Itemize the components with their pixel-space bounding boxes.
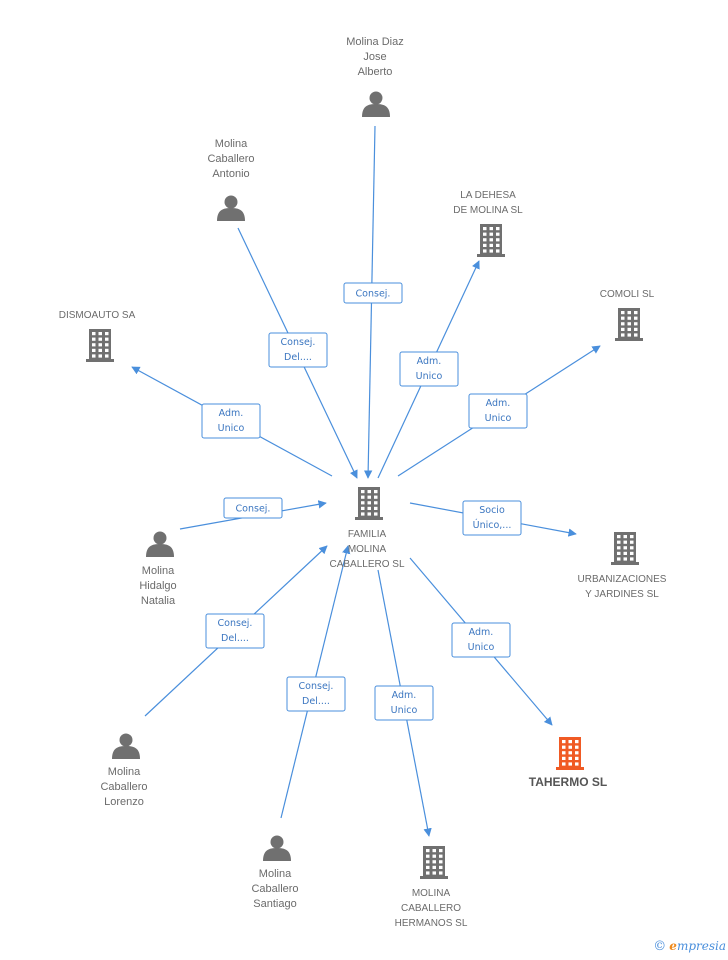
node-label: MOLINA	[412, 888, 451, 899]
node-label: Santiago	[253, 898, 296, 910]
node-label: Caballero	[251, 883, 298, 895]
node-label: Molina	[259, 868, 292, 880]
node-urbanizaciones[interactable]: URBANIZACIONES Y JARDINES SL	[578, 532, 667, 600]
building-icon[interactable]	[86, 329, 114, 362]
brand-logo-initial: e	[669, 939, 677, 953]
node-label: FAMILIA	[348, 529, 387, 540]
edge-label-box[interactable]	[462, 500, 522, 536]
node-label: TAHERMO SL	[529, 775, 607, 789]
node-label: Molina	[215, 138, 248, 150]
person-icon[interactable]	[217, 195, 245, 222]
node-label: Alberto	[358, 66, 393, 78]
edge-molina_antonio-to-familia: Consej. Del....	[237, 227, 358, 479]
node-label: COMOLI SL	[600, 289, 655, 300]
edge-label-text: Adm.	[392, 690, 417, 701]
edge-label-text: Consej.	[299, 681, 334, 692]
edge-label-text: Unico	[468, 642, 495, 653]
edge-label-text: Unico	[485, 413, 512, 424]
person-icon[interactable]	[112, 733, 140, 760]
node-label: CABALLERO	[401, 903, 461, 914]
brand-name: mpresia	[676, 939, 726, 953]
node-label: Antonio	[212, 168, 249, 180]
node-label: Caballero	[100, 781, 147, 793]
edge-label-box[interactable]	[201, 403, 261, 439]
edge-label-box[interactable]	[286, 676, 346, 712]
building-icon[interactable]	[420, 846, 448, 879]
node-molina_hermanos[interactable]: MOLINA CABALLERO HERMANOS SL	[395, 846, 468, 929]
edge-label-box[interactable]	[374, 685, 434, 721]
edge-molina_diaz-to-familia: Consej.	[343, 125, 403, 479]
person-icon[interactable]	[146, 531, 174, 558]
brand-footer: ©empresia	[653, 939, 726, 954]
edge-label-text: Del....	[284, 352, 312, 363]
edge-label-text: Socio	[479, 505, 505, 516]
edge-label-box[interactable]	[268, 332, 328, 368]
node-comoli[interactable]: COMOLI SL	[600, 289, 655, 341]
edge-label-text: Del....	[221, 633, 249, 644]
edge-label-text: Adm.	[417, 356, 442, 367]
edge-familia-to-urbanizaciones: SocioÚnico,...	[409, 500, 577, 537]
copyright-icon: ©	[653, 939, 667, 954]
node-label: Hidalgo	[139, 580, 176, 592]
edge-label-box[interactable]	[223, 497, 283, 519]
node-label: HERMANOS SL	[395, 918, 468, 929]
node-label: DISMOAUTO SA	[59, 310, 136, 321]
edge-familia-to-tahermo: Adm. Unico	[409, 557, 553, 726]
node-label: Molina	[142, 565, 175, 577]
edge-label-text: Unico	[391, 705, 418, 716]
node-dismoauto[interactable]: DISMOAUTO SA	[59, 310, 136, 362]
edge-label-text: Adm.	[486, 398, 511, 409]
edge-familia-to-molina_hermanos: Adm. Unico	[374, 569, 434, 837]
node-label: MOLINA	[348, 544, 387, 555]
node-label: LA DEHESA	[460, 190, 516, 201]
node-label: URBANIZACIONES	[578, 574, 667, 585]
node-label: Molina	[108, 766, 141, 778]
node-label: Caballero	[207, 153, 254, 165]
node-label: Molina Diaz	[346, 36, 403, 48]
edge-label-box[interactable]	[205, 613, 265, 649]
person-icon[interactable]	[362, 91, 390, 118]
edge-label-box[interactable]	[468, 393, 528, 429]
node-label: Y JARDINES SL	[585, 589, 659, 600]
edge-label-text: Adm.	[469, 627, 494, 638]
building-icon[interactable]	[556, 737, 584, 770]
edge-label-box[interactable]	[399, 351, 459, 387]
edge-label-text: Adm.	[219, 408, 244, 419]
edge-label-box[interactable]	[451, 622, 511, 658]
edge-molina_natalia-to-familia: Consej.	[179, 497, 327, 530]
edge-molina_santiago-to-familia: Consej. Del....	[280, 545, 351, 819]
edge-label-box[interactable]	[343, 282, 403, 304]
edge-label-text: Consej.	[236, 504, 271, 515]
edge-familia-to-la_dehesa: Adm. Unico	[377, 260, 480, 479]
node-label: DE MOLINA SL	[453, 205, 523, 216]
node-la_dehesa[interactable]: LA DEHESA DE MOLINA SL	[453, 190, 523, 257]
building-icon[interactable]	[611, 532, 639, 565]
edge-familia-to-dismoauto: Adm. Unico	[131, 366, 333, 477]
node-label: Natalia	[141, 595, 176, 607]
edge-molina_lorenzo-to-familia: Consej. Del....	[144, 545, 328, 717]
building-icon[interactable]	[355, 487, 383, 520]
node-label: Lorenzo	[104, 796, 144, 808]
building-icon[interactable]	[615, 308, 643, 341]
edge-label-text: Consej.	[218, 618, 253, 629]
edge-label-text: Unico	[416, 371, 443, 382]
person-icon[interactable]	[263, 835, 291, 862]
edge-label-text: Del....	[302, 696, 330, 707]
edge-label-text: Consej.	[281, 337, 316, 348]
edge-familia-to-comoli: Adm. Unico	[397, 345, 601, 477]
node-label: CABALLERO SL	[329, 559, 404, 570]
node-familia[interactable]: FAMILIA MOLINA CABALLERO SL	[329, 487, 405, 570]
node-tahermo[interactable]: TAHERMO SL	[529, 737, 607, 789]
node-label: Jose	[363, 51, 386, 63]
edge-label-text: Unico	[218, 423, 245, 434]
edge-label-text: Único,...	[473, 519, 512, 531]
building-icon[interactable]	[477, 224, 505, 257]
edge-label-text: Consej.	[356, 289, 391, 300]
